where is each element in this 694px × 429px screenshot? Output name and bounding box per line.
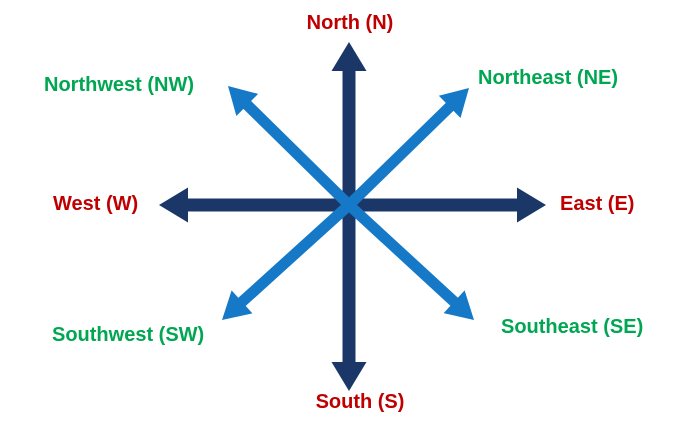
north-arrow	[331, 42, 367, 205]
west-arrow	[159, 187, 349, 223]
label-southeast: Southeast (SE)	[501, 316, 644, 338]
label-southwest: Southwest (SW)	[52, 324, 205, 346]
south-arrow	[331, 205, 367, 391]
label-northwest: Northwest (NW)	[44, 74, 194, 96]
label-east: East (E)	[560, 193, 635, 215]
label-south: South (S)	[315, 391, 405, 413]
northeast-arrow	[345, 88, 469, 209]
label-west: West (W)	[53, 193, 139, 215]
east-arrow	[349, 187, 546, 223]
label-north: North (N)	[306, 12, 394, 34]
southwest-arrow	[222, 200, 353, 320]
southeast-arrow	[345, 200, 474, 320]
label-northeast: Northeast (NE)	[478, 67, 619, 89]
northwest-arrow	[228, 86, 353, 209]
